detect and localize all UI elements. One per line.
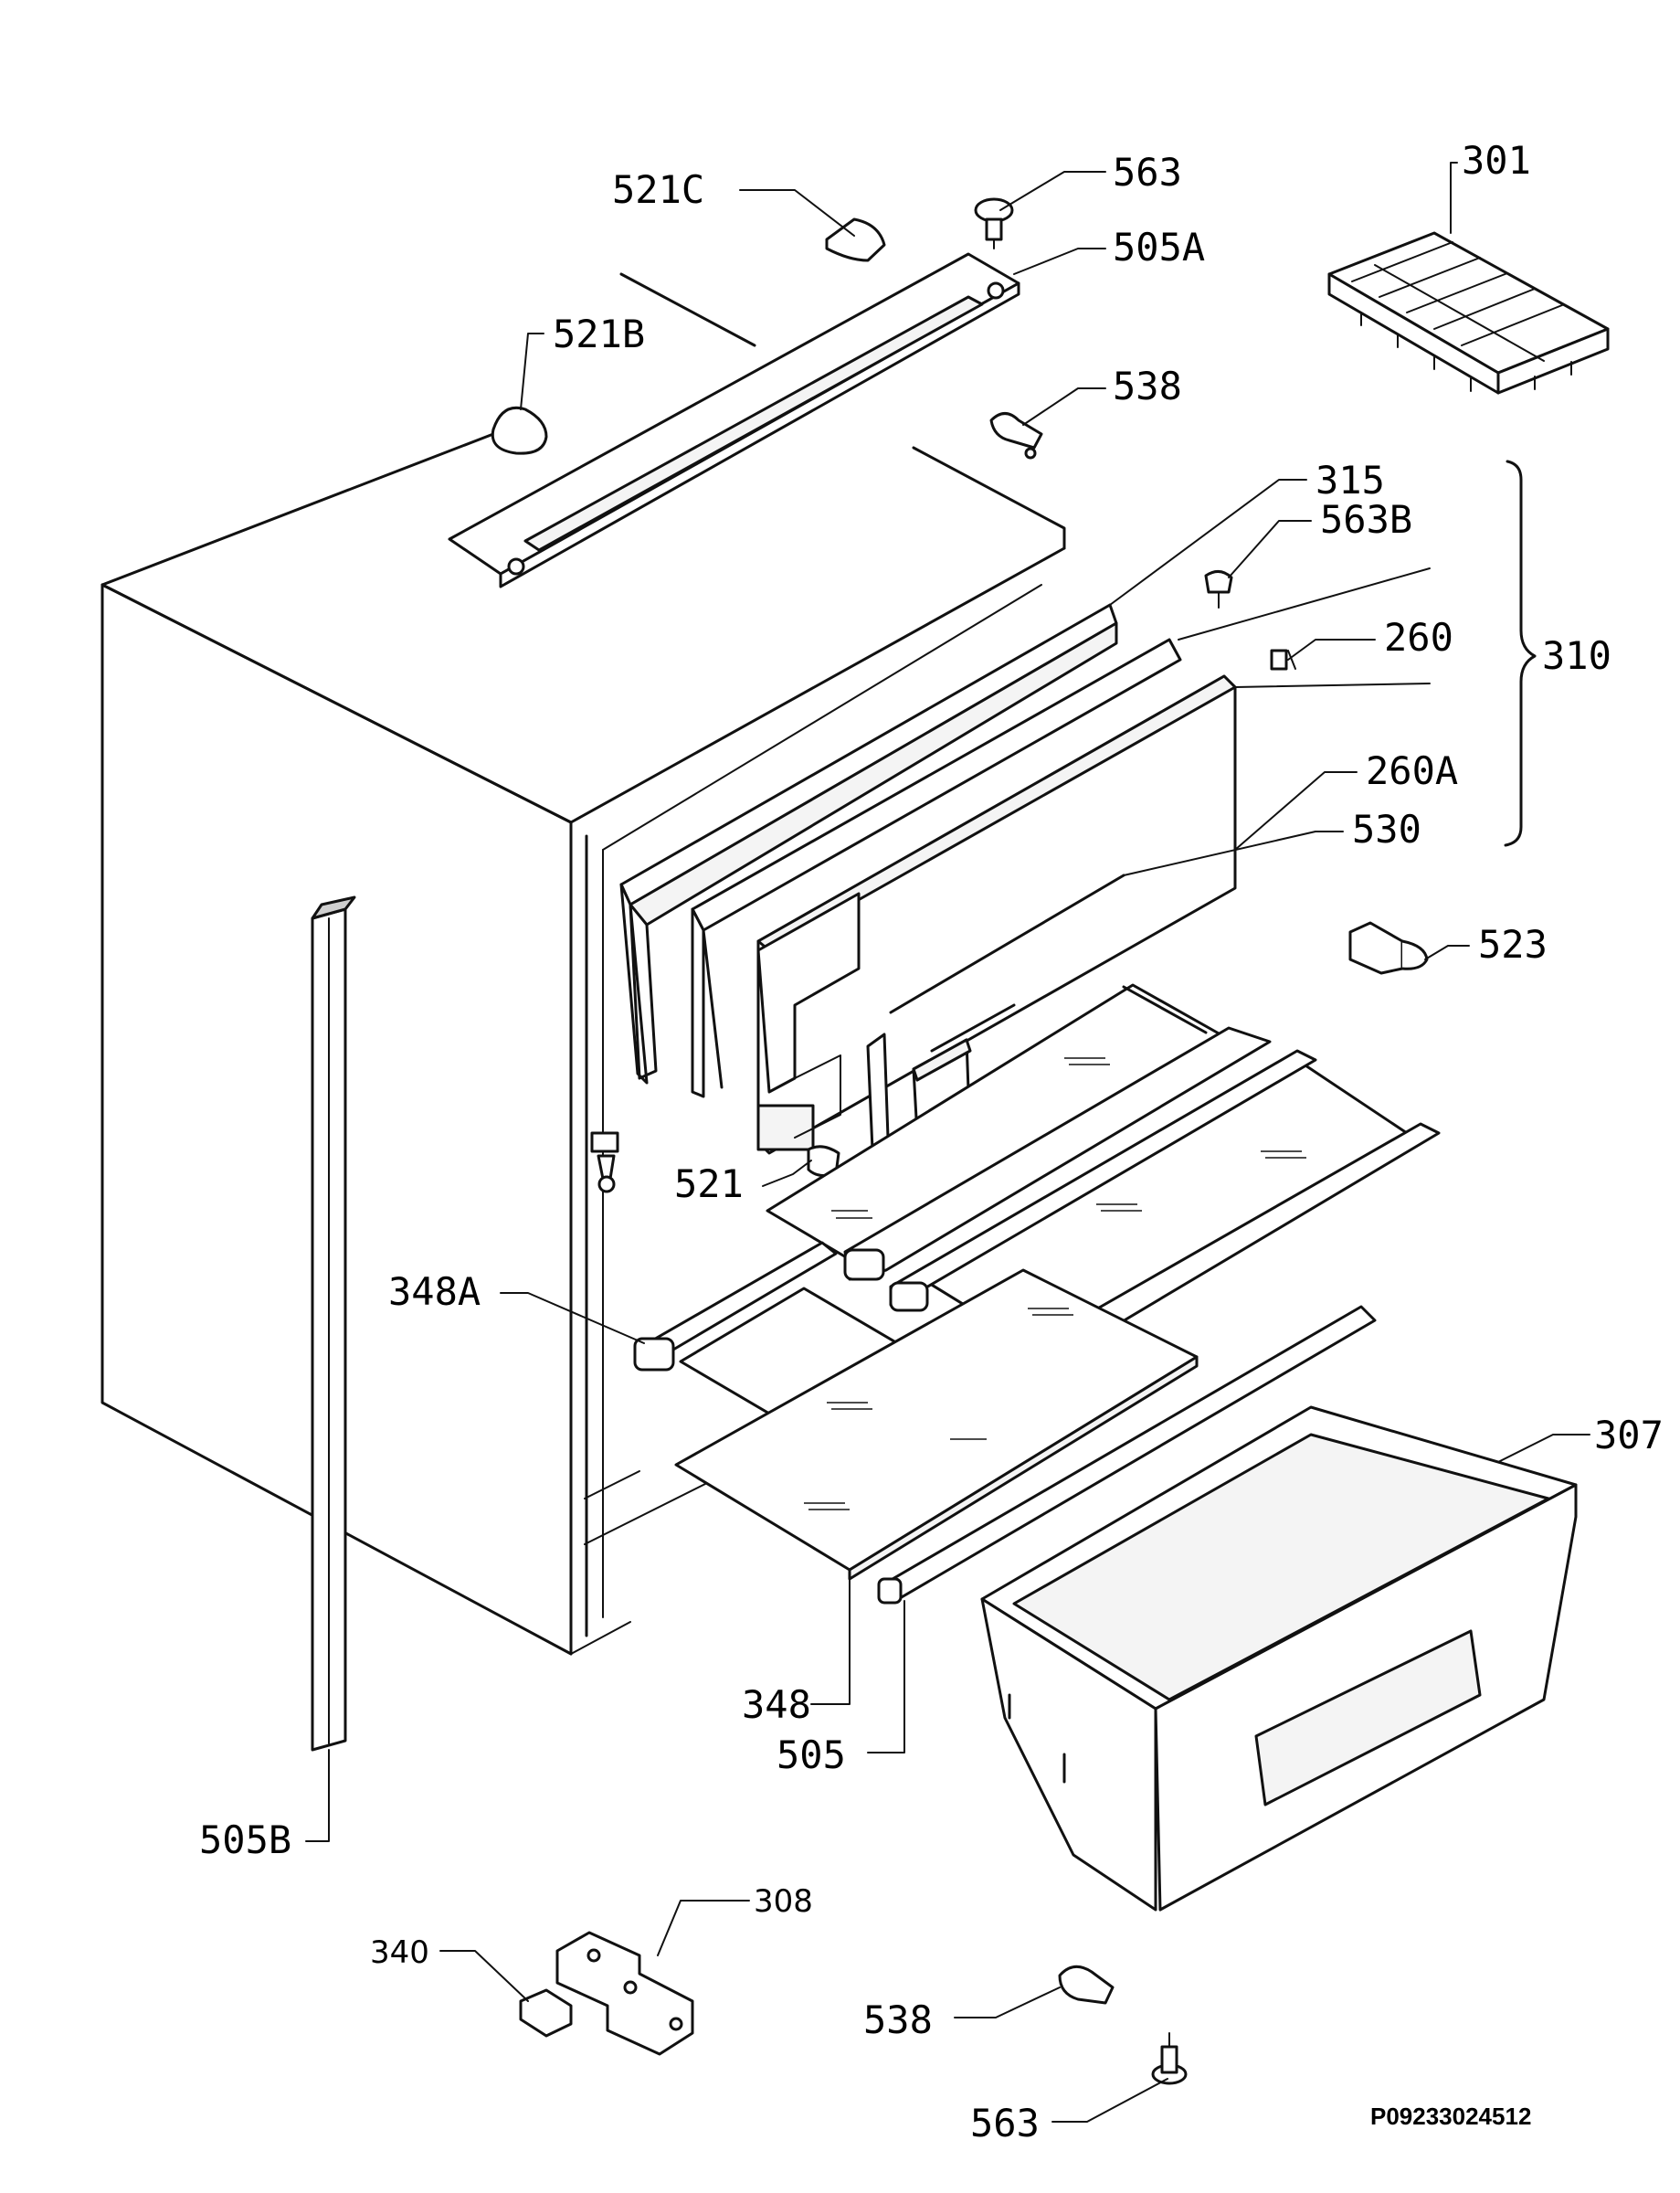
label-301: 301 (1462, 138, 1531, 183)
label-505b: 505B (199, 1817, 291, 1862)
strip-505 (877, 1305, 1377, 1605)
crisper-drawer-307 (980, 1405, 1578, 1912)
bracket-538-bottom (1058, 1965, 1115, 2005)
label-348: 348 (742, 1682, 811, 1727)
leader-lines (305, 162, 1590, 2123)
label-538-bottom: 538 (863, 1997, 933, 2042)
label-348a: 348A (388, 1269, 481, 1314)
cap-521b (491, 406, 548, 455)
label-563b: 563B (1320, 497, 1412, 542)
hinge-308 (555, 1931, 694, 2056)
thermostat-part-left (590, 1131, 619, 1193)
glass-sheen-marks (804, 1057, 1306, 1510)
label-521b: 521B (553, 312, 645, 356)
freezer-door-assembly-310 (619, 603, 1237, 1170)
ice-tray-301 (1327, 231, 1610, 395)
glass-shelf-upper (766, 983, 1272, 1281)
label-505a: 505A (1113, 225, 1205, 270)
label-308: 308 (754, 1883, 813, 1920)
label-563-bottom: 563 (970, 2101, 1040, 2145)
label-315: 315 (1315, 458, 1385, 503)
assembly-brace-310 (1504, 460, 1537, 847)
cap-521c (825, 217, 886, 262)
part-labels: 521C 563 505A 301 521B 538 315 563B 260 … (199, 138, 1664, 2145)
screw-563b (1204, 570, 1233, 609)
label-530: 530 (1352, 807, 1421, 852)
clip-260 (1270, 649, 1296, 671)
label-563-top: 563 (1113, 150, 1182, 195)
plug-523 (1348, 921, 1429, 975)
drawing-code: P09233024512 (1370, 2103, 1531, 2130)
label-260: 260 (1384, 615, 1453, 660)
label-523: 523 (1478, 922, 1548, 967)
screw-563-bottom (1151, 2032, 1188, 2085)
screw-563-top (974, 197, 1014, 249)
label-505: 505 (777, 1732, 846, 1777)
label-521c: 521C (612, 167, 704, 212)
label-340: 340 (370, 1934, 429, 1971)
bracket-538-top (989, 412, 1043, 460)
top-rail-505a (448, 252, 1020, 588)
label-310: 310 (1542, 633, 1611, 678)
part-340 (519, 1988, 573, 2038)
seal-strip-505b (311, 895, 356, 1752)
label-538-top: 538 (1113, 364, 1182, 408)
label-260a: 260A (1366, 748, 1458, 793)
label-521: 521 (674, 1161, 744, 1206)
label-307: 307 (1594, 1413, 1664, 1457)
